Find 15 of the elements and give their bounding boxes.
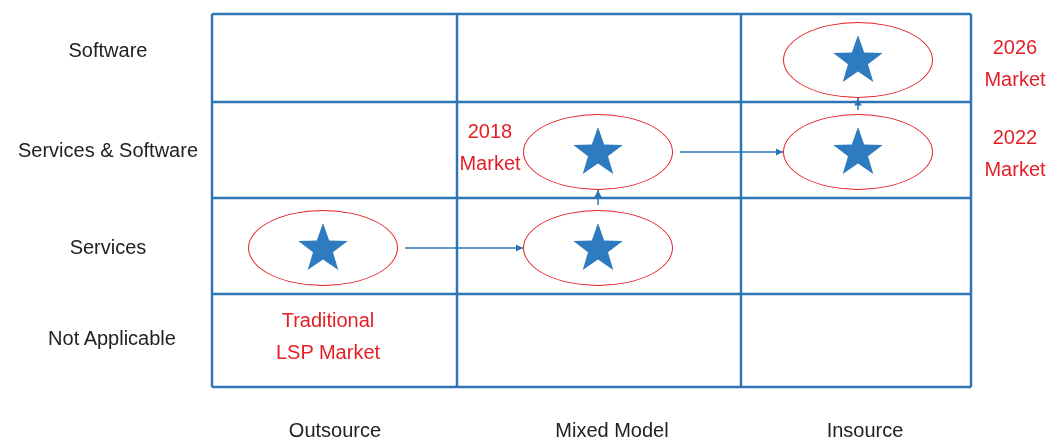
arrow <box>854 97 862 111</box>
row-label: Services <box>69 235 147 259</box>
column-label: Outsource <box>288 418 382 439</box>
market-label: 2026 Market <box>983 35 1047 92</box>
column-label: Insource <box>826 418 904 439</box>
arrow <box>404 244 524 252</box>
row-label: Services & Software <box>17 138 199 162</box>
row-label: Not Applicable <box>48 326 176 350</box>
row-label: Software <box>68 38 148 62</box>
column-label: Mixed Model <box>555 418 669 439</box>
market-label: Traditional LSP Market <box>274 308 382 365</box>
market-label: 2018 Market <box>458 119 522 176</box>
market-label: 2022 Market <box>983 125 1047 182</box>
arrow <box>679 148 784 156</box>
arrow <box>594 189 602 206</box>
